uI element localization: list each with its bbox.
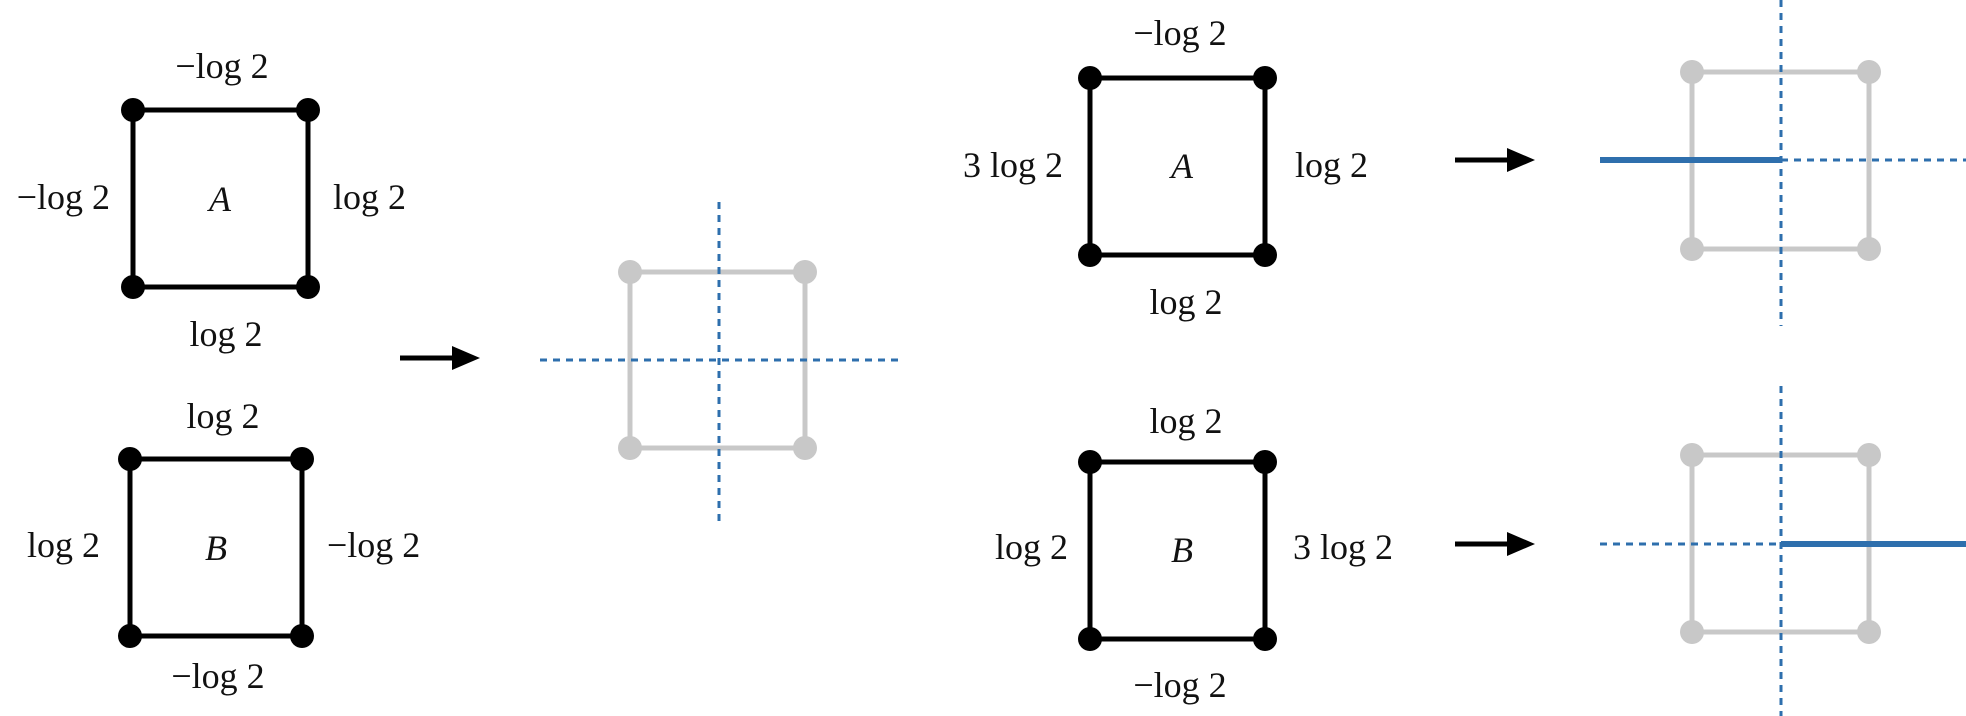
left-a-top-label: −log 2	[175, 46, 268, 86]
faded-square-vertex	[1857, 60, 1881, 84]
right-a-name: A	[1169, 146, 1194, 186]
right-a-right-label: log 2	[1295, 145, 1368, 185]
right-square-a-vertex	[1253, 243, 1277, 267]
left-square-a-vertex	[121, 98, 145, 122]
faded-square-vertex	[1680, 237, 1704, 261]
right-square-b-vertex	[1253, 627, 1277, 651]
arrow-right-icon	[1455, 532, 1535, 556]
right-square-b: log 2 log 2 3 log 2 −log 2 B	[995, 401, 1393, 705]
left-square-a-frame	[130, 107, 311, 290]
left-a-name: A	[207, 179, 232, 219]
right-b-left-label: log 2	[995, 527, 1068, 567]
right-square-b-frame	[1087, 459, 1268, 642]
right-b-name: B	[1171, 530, 1193, 570]
faded-square-vertex	[1680, 60, 1704, 84]
right-a-bottom-label: log 2	[1149, 282, 1222, 322]
right-square-b-vertex	[1078, 627, 1102, 651]
left-b-name: B	[205, 528, 227, 568]
faded-square-vertex	[1857, 620, 1881, 644]
right-square-a-vertex	[1078, 66, 1102, 90]
right-b-top-label: log 2	[1149, 401, 1222, 441]
faded-square-vertex	[793, 260, 817, 284]
left-result-square	[540, 202, 900, 522]
left-b-right-label: −log 2	[327, 525, 420, 565]
faded-square-vertex	[1680, 620, 1704, 644]
left-b-bottom-label: −log 2	[171, 656, 264, 696]
right-a-top-label: −log 2	[1133, 13, 1226, 53]
right-square-a-vertex	[1253, 66, 1277, 90]
faded-square-vertex	[1857, 237, 1881, 261]
left-square-a-vertex	[296, 98, 320, 122]
right-square-a: −log 2 3 log 2 log 2 log 2 A	[963, 13, 1368, 322]
left-square-b-frame	[127, 456, 305, 639]
left-square-b-vertex	[118, 447, 142, 471]
right-square-b-vertex	[1078, 450, 1102, 474]
right-b-bottom-label: −log 2	[1133, 665, 1226, 705]
left-a-left-label: −log 2	[17, 177, 110, 217]
left-a-bottom-label: log 2	[189, 314, 262, 354]
left-a-right-label: log 2	[333, 177, 406, 217]
faded-square-vertex	[618, 436, 642, 460]
right-a-left-label: 3 log 2	[963, 145, 1063, 185]
left-square-a-vertex	[121, 275, 145, 299]
faded-square-vertex	[1857, 443, 1881, 467]
faded-square-vertex	[618, 260, 642, 284]
right-square-b-vertex	[1253, 450, 1277, 474]
faded-square-vertex	[1680, 443, 1704, 467]
arrow-right-icon	[400, 346, 480, 370]
right-square-a-frame	[1087, 75, 1268, 258]
right-square-a-vertex	[1078, 243, 1102, 267]
right-result-a	[1600, 0, 1966, 326]
left-square-b-vertex	[290, 447, 314, 471]
faded-square-vertex	[793, 436, 817, 460]
right-b-right-label: 3 log 2	[1293, 527, 1393, 567]
left-b-left-label: log 2	[27, 525, 100, 565]
right-result-b	[1600, 386, 1966, 716]
arrow-right-icon	[1455, 148, 1535, 172]
left-square-a-vertex	[296, 275, 320, 299]
left-square-b-vertex	[290, 624, 314, 648]
left-square-b-vertex	[118, 624, 142, 648]
left-square-a: −log 2 −log 2 log 2 log 2 A	[17, 46, 406, 354]
left-b-top-label: log 2	[186, 396, 259, 436]
left-square-b: log 2 log 2 −log 2 −log 2 B	[27, 396, 420, 696]
